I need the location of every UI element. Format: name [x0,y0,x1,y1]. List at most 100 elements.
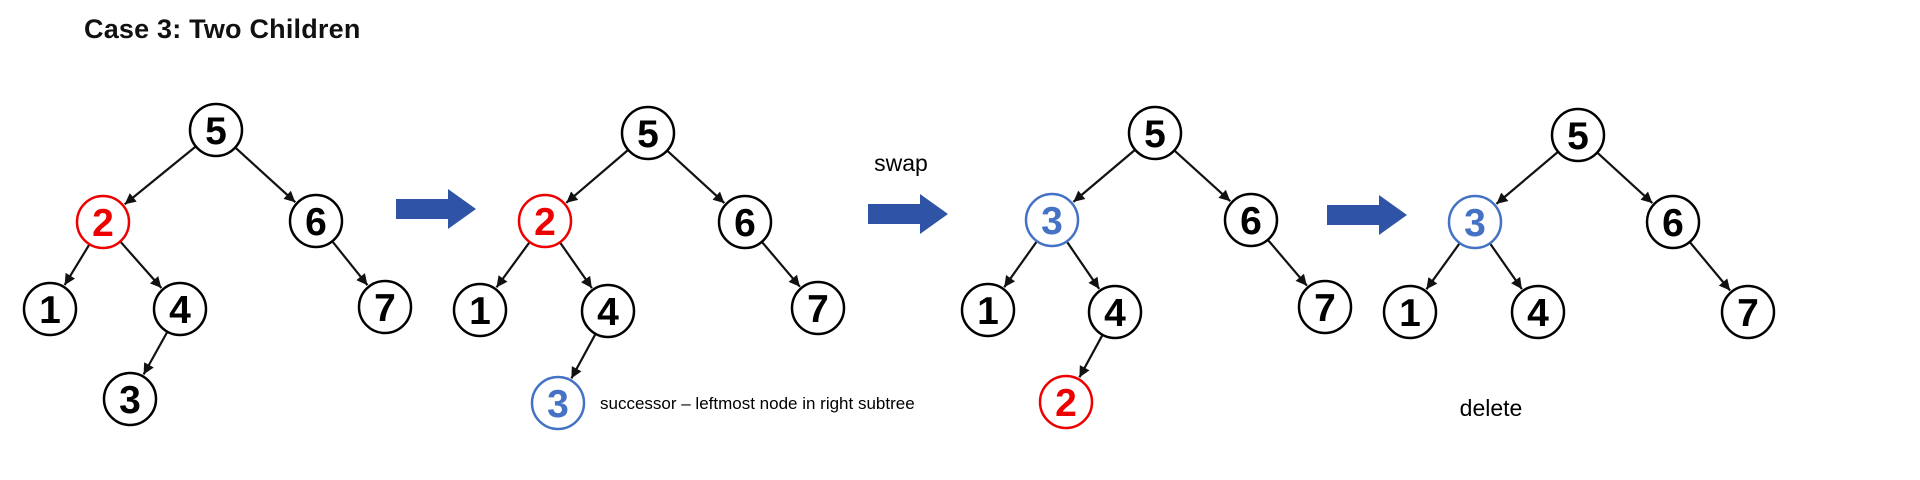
tree-node-2: 2 [1038,374,1094,430]
node-circle [357,279,413,335]
node-circle [288,193,344,249]
node-circle [1645,194,1701,250]
node-value: 3 [547,383,569,426]
tree-edge-3-4 [1489,243,1523,290]
slide-title: Case 3: Two Children [84,14,361,44]
tree-node-3: 3 [1024,192,1080,248]
tree-edge-5-6 [667,150,726,204]
node-circle [1510,284,1566,340]
node-value: 6 [1240,200,1262,243]
tree-node-2: 2 [75,194,131,250]
node-circle [1223,192,1279,248]
node-value: 4 [1527,292,1549,335]
tree-edge-4-2 [1078,335,1104,378]
node-value: 5 [1567,115,1589,158]
node-circle [790,280,846,336]
node-value: 7 [807,288,829,331]
node-value: 5 [1144,113,1166,156]
node-circle [1447,194,1503,250]
tree-edge-2-4 [559,242,593,289]
tree-node-5: 5 [1550,107,1606,163]
node-circle [188,102,244,158]
node-circle [517,193,573,249]
tree-edge-5-2 [565,149,629,204]
tree-node-7: 7 [790,280,846,336]
tree-edge-6-7 [761,241,801,288]
node-value: 5 [205,110,227,153]
tree-swapped: 5 3 6 1 4 7 2 [960,105,1353,430]
tree-node-7: 7 [357,279,413,335]
tree-node-5: 5 [1127,105,1183,161]
tree-edge-5-6 [1597,152,1654,204]
tree-deleted: 5 3 6 1 4 7 [1382,107,1776,340]
tree-edge-5-6 [235,147,297,204]
tree-edge-2-1 [63,244,90,286]
node-value: 2 [92,202,114,245]
node-value: 3 [1464,202,1486,245]
tree-node-1: 1 [1382,284,1438,340]
tree-node-4: 4 [152,281,208,337]
node-circle [580,283,636,339]
node-value: 1 [469,290,491,333]
node-circle [1024,192,1080,248]
tree-node-6: 6 [1645,194,1701,250]
tree-node-3: 3 [530,375,586,431]
tree-node-6: 6 [288,193,344,249]
tree-node-1: 1 [22,281,78,337]
node-value: 2 [534,201,556,244]
swap-label: swap [874,150,928,176]
node-circle [452,282,508,338]
node-value: 6 [1662,202,1684,245]
node-circle [1382,284,1438,340]
block-arrow-icon [396,189,476,229]
node-circle [75,194,131,250]
tree-edge-6-7 [332,241,369,286]
tree-edge-5-3 [1072,149,1136,203]
tree-node-4: 4 [1510,284,1566,340]
block-arrow-icon [1327,195,1407,235]
tree-node-4: 4 [1087,284,1143,340]
tree-node-4: 4 [580,283,636,339]
tree-node-5: 5 [620,105,676,161]
node-circle [102,371,158,427]
node-value: 3 [119,379,141,422]
node-circle [1550,107,1606,163]
tree-edge-4-3 [142,332,168,376]
node-value: 7 [374,287,396,330]
node-circle [620,105,676,161]
tree-edge-4-3 [570,334,597,379]
node-circle [1720,284,1776,340]
tree-edge-3-4 [1066,241,1101,290]
node-circle [22,281,78,337]
node-circle [717,194,773,250]
tree-node-6: 6 [717,194,773,250]
tree-node-1: 1 [452,282,508,338]
node-value: 1 [977,290,999,333]
tree-edge-2-4 [120,241,163,289]
node-value: 4 [169,289,191,332]
node-circle [1127,105,1183,161]
node-circle [1038,374,1094,430]
tree-node-5: 5 [188,102,244,158]
node-value: 4 [1104,292,1126,335]
tree-node-1: 1 [960,282,1016,338]
successor-label: successor – leftmost node in right subtr… [600,394,915,413]
node-circle [530,375,586,431]
tree-initial: 5 2 6 1 4 7 3 [22,102,413,427]
tree-edge-5-6 [1174,150,1232,203]
node-value: 1 [1399,292,1421,335]
tree-edge-6-7 [1689,241,1731,292]
node-circle [152,281,208,337]
tree-node-7: 7 [1720,284,1776,340]
tree-node-6: 6 [1223,192,1279,248]
block-arrow-icon [868,194,948,234]
node-value: 3 [1041,200,1063,243]
node-value: 6 [305,201,327,244]
node-value: 7 [1314,287,1336,330]
node-value: 2 [1055,382,1077,425]
node-value: 7 [1737,292,1759,335]
tree-edge-2-1 [495,242,530,289]
node-value: 5 [637,113,659,156]
node-circle [1297,279,1353,335]
